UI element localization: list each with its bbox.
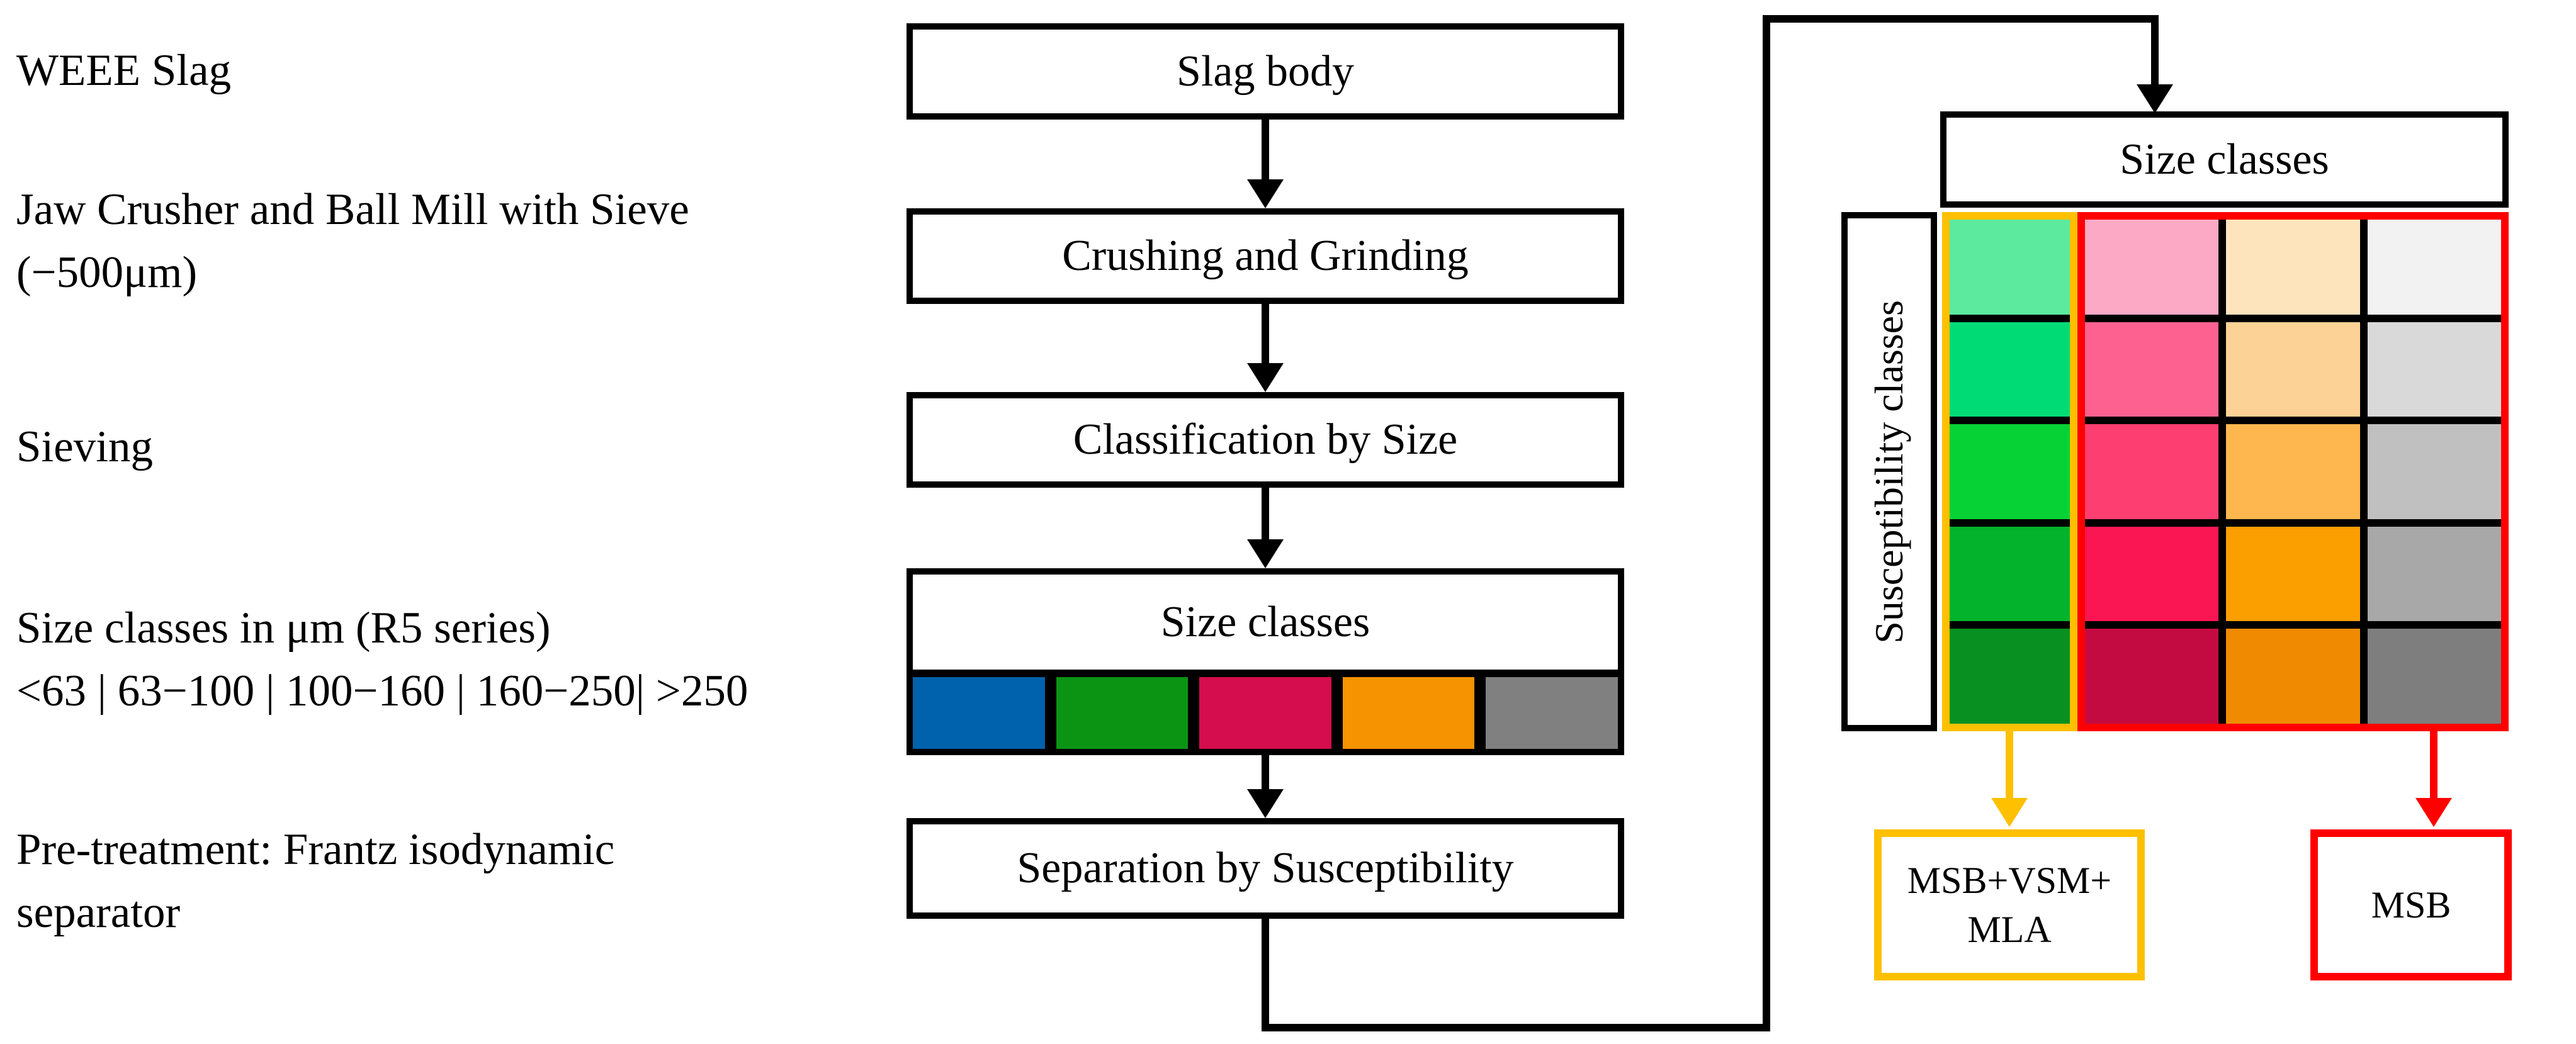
flow-box-label: Slag body <box>1177 47 1354 96</box>
arrow-down-icon <box>1247 539 1284 568</box>
red-arrow-stem <box>2430 731 2438 800</box>
size-class-swatch-gray <box>1486 677 1618 749</box>
matrix-cell <box>2226 220 2360 315</box>
matrix-axis-label: Susceptibility classes <box>1867 300 1911 644</box>
annotation-line: Size classes in μm (R5 series) <box>16 603 551 653</box>
annotation-weee-slag: WEEE Slag <box>16 39 231 102</box>
arrow-down-icon <box>1247 179 1284 208</box>
matrix-axis-susceptibility: Susceptibility classes <box>1841 212 1937 731</box>
gold-arrow-stem <box>2006 731 2013 800</box>
flow-box-label: Classification by Size <box>1073 415 1458 464</box>
annotation-pretreatment: Pre-treatment: Frantz isodynamic separat… <box>16 818 614 944</box>
output-box-msb: MSB <box>2310 829 2512 980</box>
annotation-line: (−500μm) <box>16 248 198 297</box>
matrix-cell <box>2367 322 2501 417</box>
output-box-label: MSB <box>2371 884 2451 926</box>
arrow-down-icon <box>1247 363 1284 392</box>
matrix-cell <box>2226 322 2360 417</box>
size-class-swatch-orange <box>1342 677 1475 749</box>
matrix-cell <box>1950 526 2070 622</box>
annotation-line: WEEE Slag <box>16 46 232 95</box>
matrix-cell <box>1950 629 2070 724</box>
matrix-columns-rest <box>2077 212 2509 731</box>
flow-arrow-stem <box>1262 120 1269 182</box>
connector-segment <box>1262 919 1269 1031</box>
flow-box-slag-body: Slag body <box>907 23 1624 120</box>
matrix-cell <box>2085 220 2219 315</box>
matrix-cell <box>2367 220 2501 315</box>
matrix-cell <box>2367 629 2501 724</box>
matrix-cell <box>1950 322 2070 417</box>
arrow-down-icon <box>2137 84 2173 113</box>
size-class-swatch-crimson <box>1199 677 1331 749</box>
matrix-cell <box>1950 424 2070 519</box>
matrix-cell <box>1950 220 2070 315</box>
flow-arrow-stem <box>1262 754 1269 792</box>
matrix-cell <box>2085 322 2219 417</box>
annotation-size-classes: Size classes in μm (R5 series) <63 | 63−… <box>16 597 748 722</box>
size-class-swatch-green <box>1056 677 1189 749</box>
connector-segment <box>1763 15 2159 23</box>
arrow-down-icon <box>1991 798 2028 827</box>
arrow-down-icon <box>1247 789 1284 818</box>
matrix-cell <box>2226 526 2360 622</box>
flow-box-label: Crushing and Grinding <box>1062 232 1469 280</box>
annotation-line: Sieving <box>16 422 153 471</box>
matrix-cell <box>2367 526 2501 622</box>
output-box-label: MLA <box>1967 909 2052 950</box>
output-box-label: MSB+VSM+ <box>1907 860 2112 901</box>
matrix-header-label: Size classes <box>2120 135 2329 184</box>
annotation-jaw-crusher: Jaw Crusher and Ball Mill with Sieve (−5… <box>16 178 689 304</box>
flow-box-label: Separation by Susceptibility <box>1017 844 1514 892</box>
connector-segment <box>1262 1024 1770 1031</box>
size-class-swatch-blue <box>913 677 1045 749</box>
connector-segment <box>1763 15 1770 1031</box>
flow-box-crushing: Crushing and Grinding <box>907 208 1624 304</box>
flow-box-separation: Separation by Susceptibility <box>907 818 1624 919</box>
flow-box-classification: Classification by Size <box>907 392 1624 488</box>
matrix-cell <box>2085 526 2219 622</box>
matrix-header-size-classes: Size classes <box>1940 111 2509 208</box>
output-box-msb-vsm-mla: MSB+VSM+ MLA <box>1874 829 2145 980</box>
annotation-line: Jaw Crusher and Ball Mill with Sieve <box>16 185 689 234</box>
flow-box-label: Size classes <box>1160 597 1370 646</box>
matrix-cell <box>2226 424 2360 519</box>
flow-box-size-classes: Size classes <box>907 568 1624 755</box>
annotation-line: <63 | 63−100 | 100−160 | 160−250| >250 <box>16 666 749 716</box>
matrix-column-magnetic <box>1942 212 2077 731</box>
matrix-cell <box>2085 424 2219 519</box>
connector-segment <box>2151 23 2159 88</box>
matrix-cell <box>2367 424 2501 519</box>
flow-arrow-stem <box>1262 303 1269 366</box>
flow-arrow-stem <box>1262 486 1269 542</box>
matrix-cell <box>2085 629 2219 724</box>
annotation-sieving: Sieving <box>16 415 153 478</box>
matrix-cell <box>2226 629 2360 724</box>
arrow-down-icon <box>2415 798 2452 827</box>
annotation-line: separator <box>16 888 181 937</box>
annotation-line: Pre-treatment: Frantz isodynamic <box>16 825 615 874</box>
size-class-color-strip <box>913 670 1618 749</box>
